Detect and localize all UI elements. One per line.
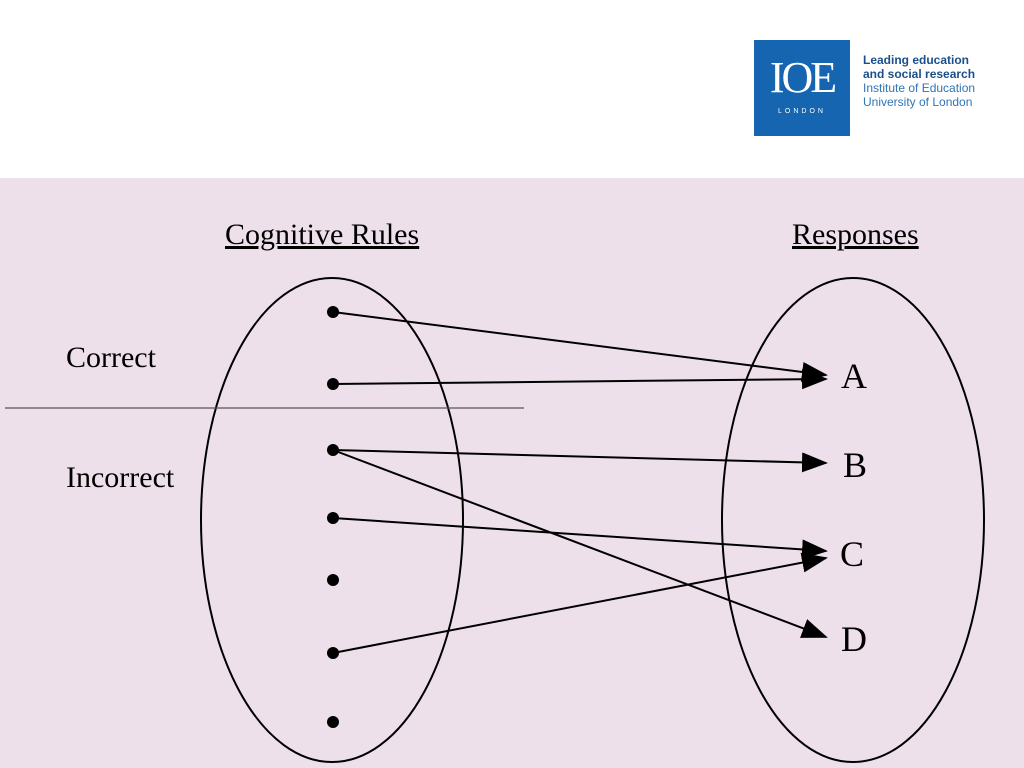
correct-label: Correct (66, 341, 156, 374)
rule-point-7 (327, 716, 339, 728)
slide-header: IOE LONDON Leading education and social … (0, 0, 1024, 178)
response-label-d: D (841, 619, 867, 659)
rule-point-4 (327, 512, 339, 524)
logo-mark: IOE (769, 53, 837, 102)
arrow-rule2-to-a (332, 369, 828, 390)
diagram-panel (0, 178, 1024, 768)
tagline-line-3: Institute of Education (863, 81, 976, 95)
ioe-logo: IOE LONDON (754, 40, 850, 136)
left-set-title: Cognitive Rules (225, 218, 420, 251)
tagline-line-2: and social research (863, 67, 976, 81)
rule-point-1 (327, 306, 339, 318)
rule-point-3 (327, 444, 339, 456)
response-label-b: B (843, 445, 868, 485)
tagline-line-4: University of London (863, 95, 973, 109)
right-set-title: Responses (792, 218, 919, 251)
logo-subtitle: LONDON (778, 108, 826, 115)
arrow-rule6-to-c (332, 552, 828, 654)
arrow-rule3-to-d (332, 449, 828, 638)
rule-point-6 (327, 647, 339, 659)
arrow-rule1-to-a (332, 311, 828, 382)
logo-tagline: Leading education and social research In… (863, 53, 1023, 109)
tagline-line-1: Leading education (863, 53, 970, 67)
response-label-c: C (840, 534, 865, 574)
rule-point-2 (327, 378, 339, 390)
rule-point-5 (327, 574, 339, 586)
rules-set-ellipse (200, 277, 464, 763)
incorrect-label: Incorrect (66, 461, 175, 494)
response-label-a: A (841, 356, 867, 396)
responses-set-ellipse (721, 277, 985, 763)
arrow-rule3-to-b (332, 449, 828, 473)
arrow-rule4-to-c (332, 517, 828, 560)
